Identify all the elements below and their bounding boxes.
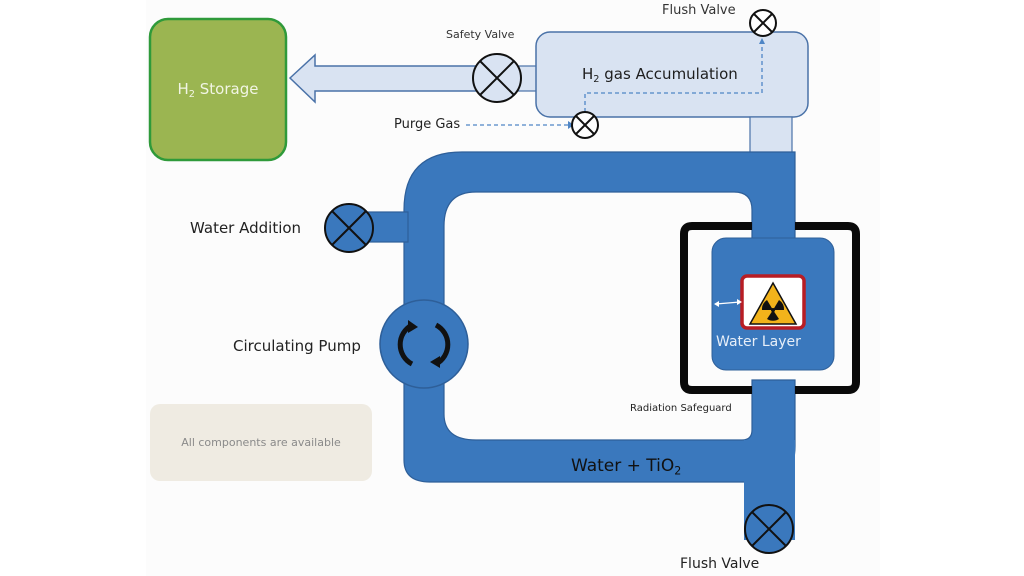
valve-icon (479, 60, 515, 96)
flow-arrow-icon (288, 53, 479, 104)
valve-icon (331, 210, 367, 246)
mixture-label: Water + TiO2 (571, 456, 682, 478)
valve-icon (751, 511, 787, 547)
circulating-pump-label: Circulating Pump (233, 337, 361, 355)
flush-valve-top-label: Flush Valve (662, 3, 736, 18)
circulating-arrows-icon (397, 322, 451, 367)
water-addition-pipe (367, 211, 409, 243)
flush-arrowhead (759, 38, 765, 44)
radiation-safeguard-label: Radiation Safeguard (630, 403, 732, 414)
h2-storage-label: H2 Storage (177, 80, 259, 100)
flush-valve-top[interactable] (749, 9, 777, 37)
circulating-pump[interactable] (379, 299, 469, 389)
water-layer-label: Water Layer (716, 334, 801, 350)
safety-valve[interactable] (472, 53, 522, 103)
thickness-arrow-icon (714, 299, 742, 307)
flush-line (584, 40, 763, 112)
pump-arrowhead-top (408, 320, 418, 333)
purge-gas-label: Purge Gas (394, 117, 461, 132)
flush-valve-bottom-label: Flush Valve (680, 556, 760, 572)
valve-icon (575, 115, 595, 135)
safety-valve-label: Safety Valve (446, 28, 515, 41)
status-text: All components are available (181, 436, 341, 449)
purge-gas-valve[interactable] (571, 111, 599, 139)
radiation-safeguard (680, 222, 860, 394)
flush-valve-bottom[interactable] (744, 504, 794, 554)
pump-arrowhead-bottom (430, 356, 440, 368)
h2-accumulation-tank[interactable] (535, 31, 809, 118)
water-addition-label: Water Addition (190, 219, 302, 237)
radiation-hazard-icon (740, 274, 806, 330)
water-addition-valve[interactable] (324, 203, 374, 253)
h2-storage-tank[interactable] (148, 17, 288, 162)
status-panel: All components are available (150, 404, 372, 481)
valve-icon (753, 13, 773, 33)
h2-accumulation-label: H2 gas Accumulation (582, 65, 738, 85)
